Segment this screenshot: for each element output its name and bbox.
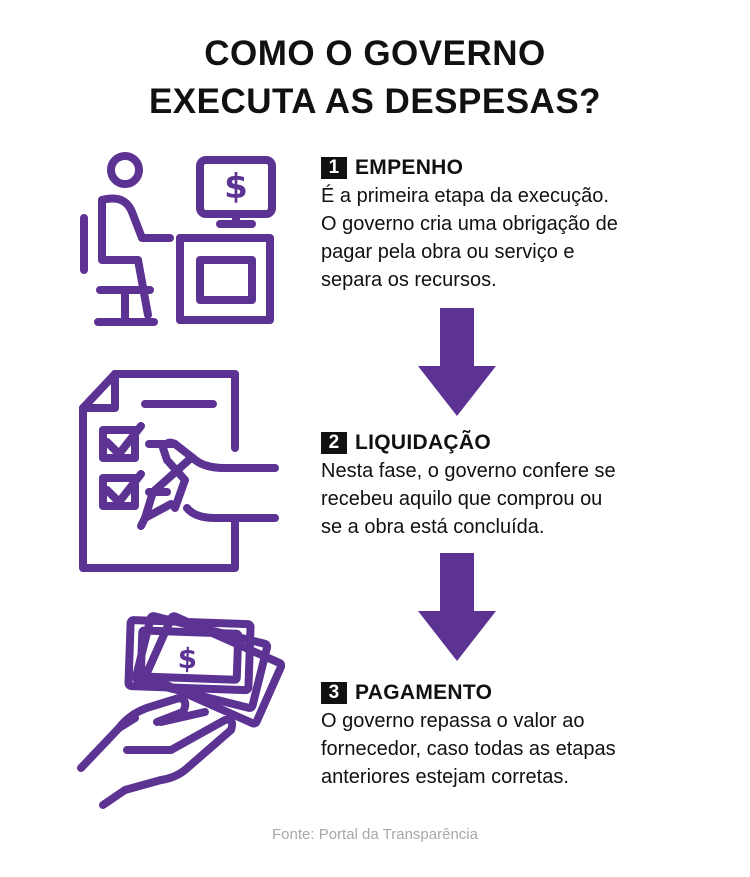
title-line-1: COMO O GOVERNO xyxy=(204,34,546,73)
desk-worker-money-monitor-icon: $ xyxy=(80,152,276,326)
page-title: COMO O GOVERNO EXECUTA AS DESPESAS? xyxy=(0,30,750,126)
step-number-badge: 1 xyxy=(321,157,347,179)
arrow-down-icon xyxy=(418,308,496,416)
description-line: se a obra está concluída. xyxy=(321,516,545,538)
dollar-sign: $ xyxy=(177,642,198,676)
description-line: pagar pela obra ou serviço e xyxy=(321,241,575,263)
source-credit: Fonte: Portal da Transparência xyxy=(272,826,478,843)
step-description: Nesta fase, o governo confere se recebeu… xyxy=(321,457,721,541)
step-number-badge: 2 xyxy=(321,432,347,454)
step-number-badge: 3 xyxy=(321,682,347,704)
title-line-2: EXECUTA AS DESPESAS? xyxy=(148,82,602,121)
arrow-down-icon xyxy=(418,553,496,661)
step-empenho: 1 EMPENHO É a primeira etapa da execução… xyxy=(321,155,721,294)
description-line: recebeu aquilo que comprou ou xyxy=(321,488,603,510)
step-liquidacao: 2 LIQUIDAÇÃO Nesta fase, o governo confe… xyxy=(321,430,721,541)
step-pagamento: 3 PAGAMENTO O governo repassa o valor ao… xyxy=(321,680,721,791)
step-description: O governo repassa o valor ao fornecedor,… xyxy=(321,707,721,791)
step-title: PAGAMENTO xyxy=(355,681,493,704)
description-line: O governo cria uma obrigação de xyxy=(321,213,618,235)
dollar-sign: $ xyxy=(224,167,248,207)
step-description: É a primeira etapa da execução. O govern… xyxy=(321,182,721,294)
description-line: Nesta fase, o governo confere se xyxy=(321,460,616,482)
step-heading: 1 EMPENHO xyxy=(321,155,721,181)
checklist-document-hand-pen-icon xyxy=(79,370,279,572)
step-heading: 3 PAGAMENTO xyxy=(321,680,721,706)
step-title: EMPENHO xyxy=(355,156,464,179)
description-line: fornecedor, caso todas as etapas xyxy=(321,738,616,760)
description-line: O governo repassa o valor ao xyxy=(321,710,585,732)
description-line: É a primeira etapa da execução. xyxy=(321,185,609,207)
step-heading: 2 LIQUIDAÇÃO xyxy=(321,430,721,456)
description-line: separa os recursos. xyxy=(321,269,497,291)
hand-holding-money-icon: $ xyxy=(77,612,285,809)
description-line: anteriores estejam corretas. xyxy=(321,766,569,788)
step-title: LIQUIDAÇÃO xyxy=(355,431,491,454)
